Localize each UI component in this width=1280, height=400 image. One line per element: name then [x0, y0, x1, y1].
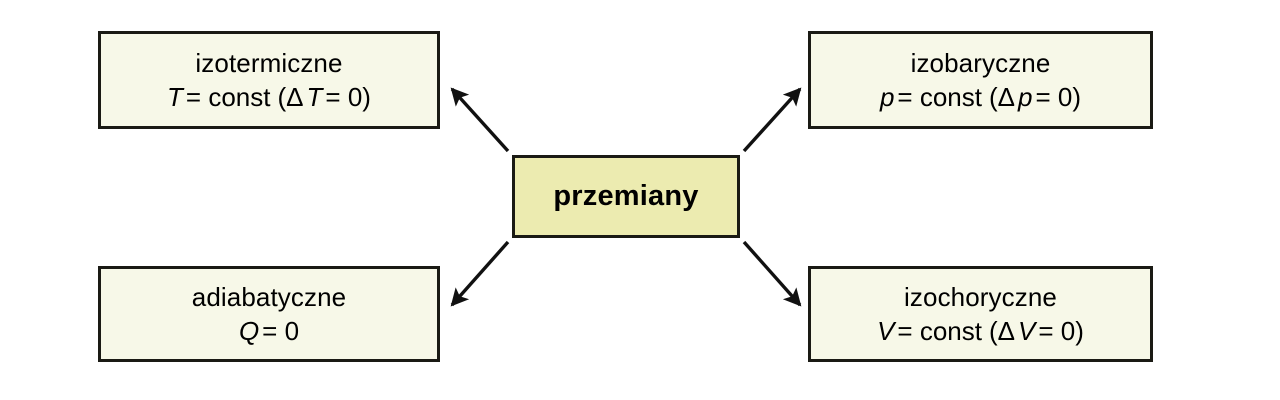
formula-delta-variable: V: [1018, 315, 1036, 346]
formula-paren-open: (: [988, 315, 998, 346]
arrow-center-to-bottom-left: [450, 240, 510, 307]
arrow-center-to-bottom-right: [742, 240, 802, 307]
formula-paren-close: ): [1072, 81, 1082, 112]
formula-delta-symbol: Δ: [997, 81, 1016, 112]
formula-delta-relation: = 0: [325, 81, 363, 112]
arrow-center-to-top-left: [450, 87, 510, 153]
node-title-izotermiczne: izotermiczne: [195, 47, 343, 78]
formula-delta-relation: = 0: [1035, 81, 1073, 112]
formula-delta-relation: = 0: [1038, 315, 1076, 346]
arrow-center-to-top-right: [742, 87, 802, 153]
formula-paren-open: (: [277, 81, 287, 112]
node-title-przemiany: przemiany: [553, 180, 699, 213]
formula-relation: = const: [897, 81, 982, 112]
formula-paren-close: ): [1075, 315, 1084, 346]
formula-relation: = const: [897, 315, 982, 346]
node-przemiany[interactable]: przemiany: [512, 155, 740, 238]
formula-variable: Q: [238, 315, 260, 346]
formula-delta-symbol: Δ: [286, 81, 304, 112]
formula-variable: p: [879, 81, 895, 112]
formula-delta-symbol: Δ: [997, 315, 1016, 346]
node-title-izobaryczne: izobaryczne: [910, 47, 1051, 78]
node-formula-adiabatyczne: Q= 0: [239, 316, 299, 347]
formula-relation: = const: [185, 81, 271, 112]
node-title-adiabatyczne: adiabatyczne: [191, 281, 347, 312]
formula-paren-close: ): [362, 81, 371, 112]
formula-paren-open: (: [988, 81, 998, 112]
node-adiabatyczne[interactable]: adiabatyczne Q= 0: [98, 266, 440, 362]
formula-variable: T: [167, 81, 183, 112]
formula-delta-variable: p: [1018, 81, 1033, 112]
node-title-izochoryczne: izochoryczne: [904, 281, 1057, 312]
formula-delta-variable: T: [306, 81, 323, 112]
formula-relation: = 0: [262, 315, 300, 346]
formula-variable: V: [877, 315, 895, 346]
